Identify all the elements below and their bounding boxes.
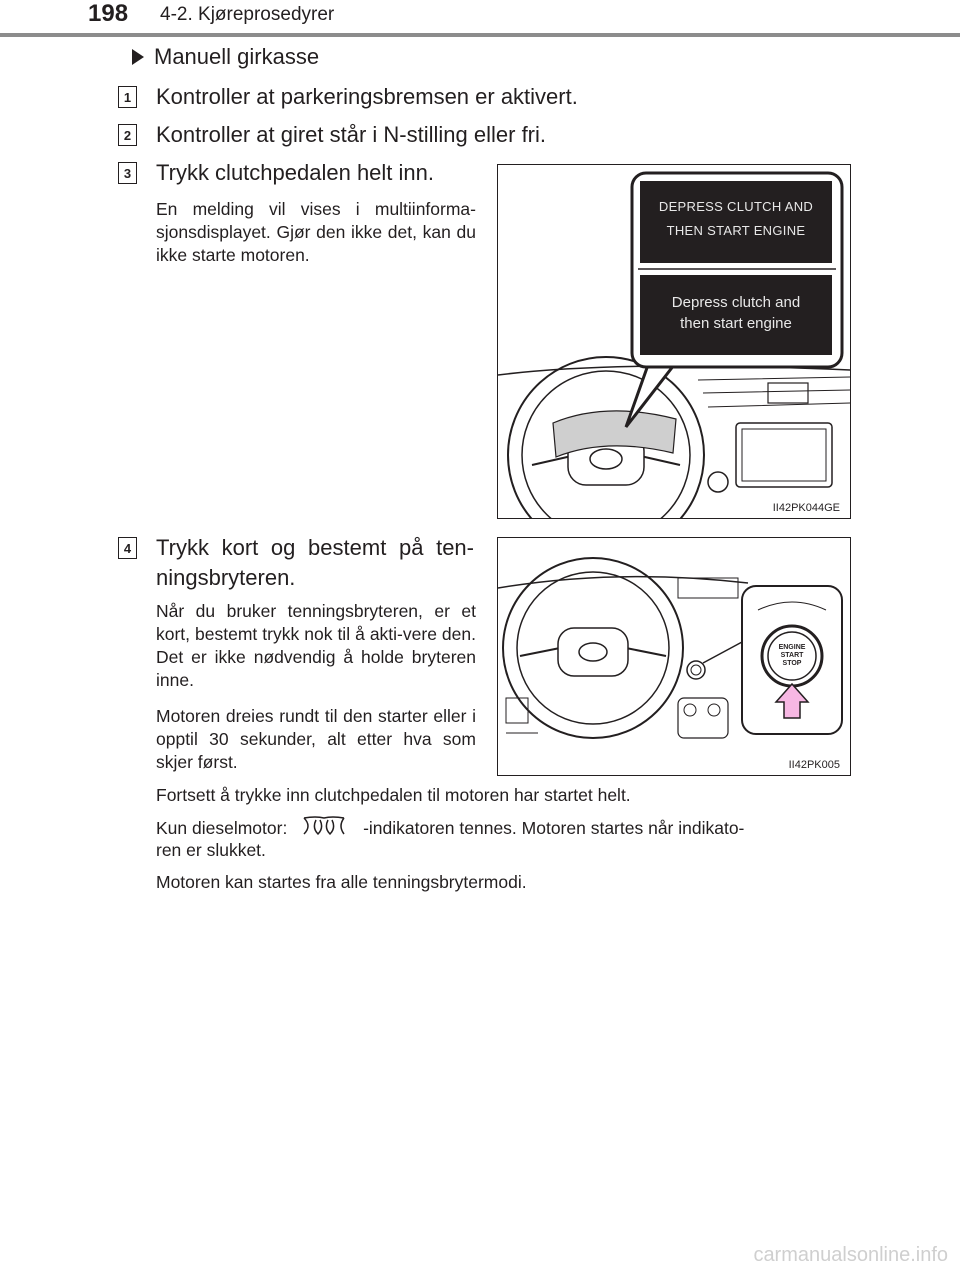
button-label-1: ENGINE (778, 644, 806, 651)
page-number: 198 (88, 0, 129, 27)
chapter-title: 4-2. Kjøreprosedyrer (160, 4, 335, 25)
display-line-2: THEN START ENGINE (666, 223, 806, 238)
step3-note: En melding vil vises i multiinforma-sjon… (156, 199, 476, 265)
diesel-label: Kun dieselmotor: (156, 818, 288, 838)
engine-start-stop-button: ENGINE START STOP (768, 644, 816, 668)
diesel-text: -indikatoren tennes. Motoren startes når… (363, 818, 745, 838)
button-label-3: STOP (782, 660, 802, 667)
step-number-badge: 3 (118, 162, 137, 184)
display-line-1: DEPRESS CLUTCH AND (658, 199, 814, 214)
paragraph-diesel-line-2: ren er slukket. (156, 840, 266, 860)
paragraph-continue-clutch: Fortsett å trykke inn clutchpedalen til … (156, 785, 631, 805)
step-text: Kontroller at parkeringsbremsen er aktiv… (156, 84, 578, 109)
display-alt-line-2: then start engine (680, 315, 792, 332)
switch-illustration (498, 557, 843, 739)
step-number-badge: 4 (118, 537, 137, 559)
figure-engine-switch: ENGINE START STOP II42PK005 (497, 537, 851, 776)
glow-plug-indicator-icon (303, 816, 345, 836)
step-text: Trykk clutchpedalen helt inn. (156, 160, 434, 185)
section-heading: Manuell girkasse (132, 44, 319, 70)
section-heading-text: Manuell girkasse (154, 44, 320, 69)
header-rule (0, 33, 960, 37)
step-number-badge: 1 (118, 86, 137, 108)
button-label-2: START (780, 652, 804, 659)
display-message-caps: DEPRESS CLUTCH AND THEN START ENGINE (640, 195, 832, 243)
paragraph-all-modes: Motoren kan startes fra alle tenningsbry… (156, 872, 527, 892)
figure-code: II42PK005 (786, 759, 842, 771)
page-header: 198 4-2. Kjøreprosedyrer (0, 0, 960, 37)
display-message-mixed: Depress clutch and then start engine (640, 292, 832, 334)
step4-note-1: Når du bruker tenningsbryteren, er et ko… (156, 601, 476, 690)
step-text: Kontroller at giret står i N-stilling el… (156, 122, 547, 147)
figure-clutch-message: DEPRESS CLUTCH AND THEN START ENGINE Dep… (497, 164, 851, 519)
paragraph-diesel: Kun dieselmotor: -indikatoren tennes. Mo… (156, 816, 846, 840)
watermark: carmanualsonline.info (753, 1244, 948, 1266)
step-text-line-1: Trykk kort og bestemt på ten- (156, 535, 474, 560)
step-text-line-2: ningsbryteren. (156, 565, 296, 590)
triangle-bullet-icon (132, 49, 144, 65)
push-arrow-icon (774, 682, 810, 719)
figure-code: II42PK044GE (770, 502, 842, 514)
step-number-badge: 2 (118, 124, 137, 146)
step4-note-2: Motoren dreies rundt til den starter ell… (156, 706, 476, 772)
display-alt-line-1: Depress clutch and (671, 294, 801, 311)
dashboard-illustration (498, 171, 850, 518)
